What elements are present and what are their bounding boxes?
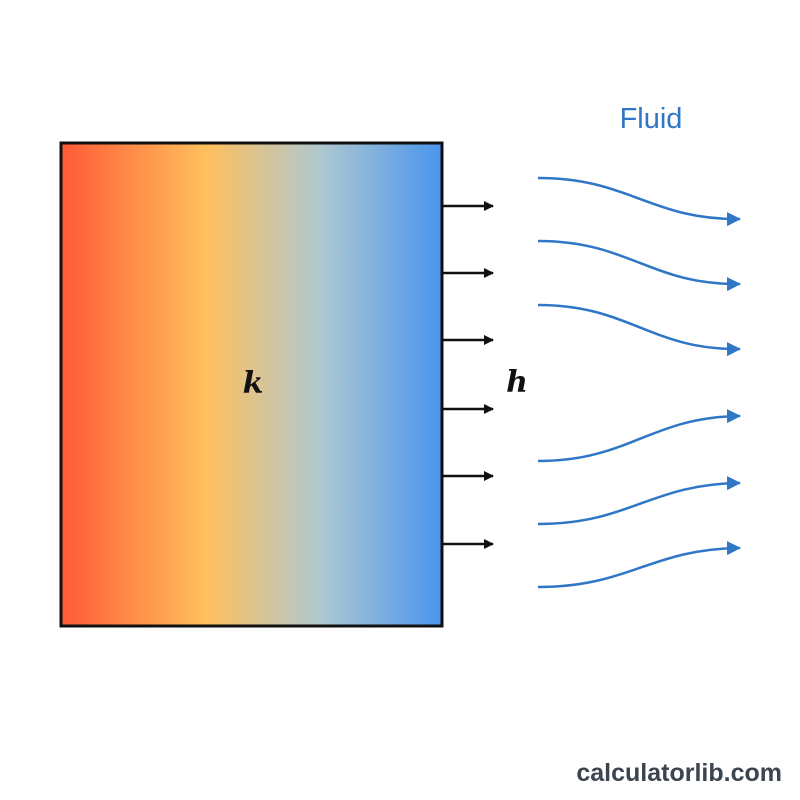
flow-line [537,409,741,463]
conductivity-label: k [243,366,264,401]
solid-slab [59,141,444,628]
heat-flux-arrows [443,201,494,549]
flow-line [537,476,741,526]
convection-coefficient-label: h [506,365,528,400]
watermark: calculatorlib.com [576,759,782,787]
fluid-label: Fluid [620,103,683,135]
fluid-flow-lines [537,176,741,589]
flow-line [537,303,741,357]
flow-line [537,176,741,227]
flow-line [537,239,741,292]
flow-line [537,541,741,589]
